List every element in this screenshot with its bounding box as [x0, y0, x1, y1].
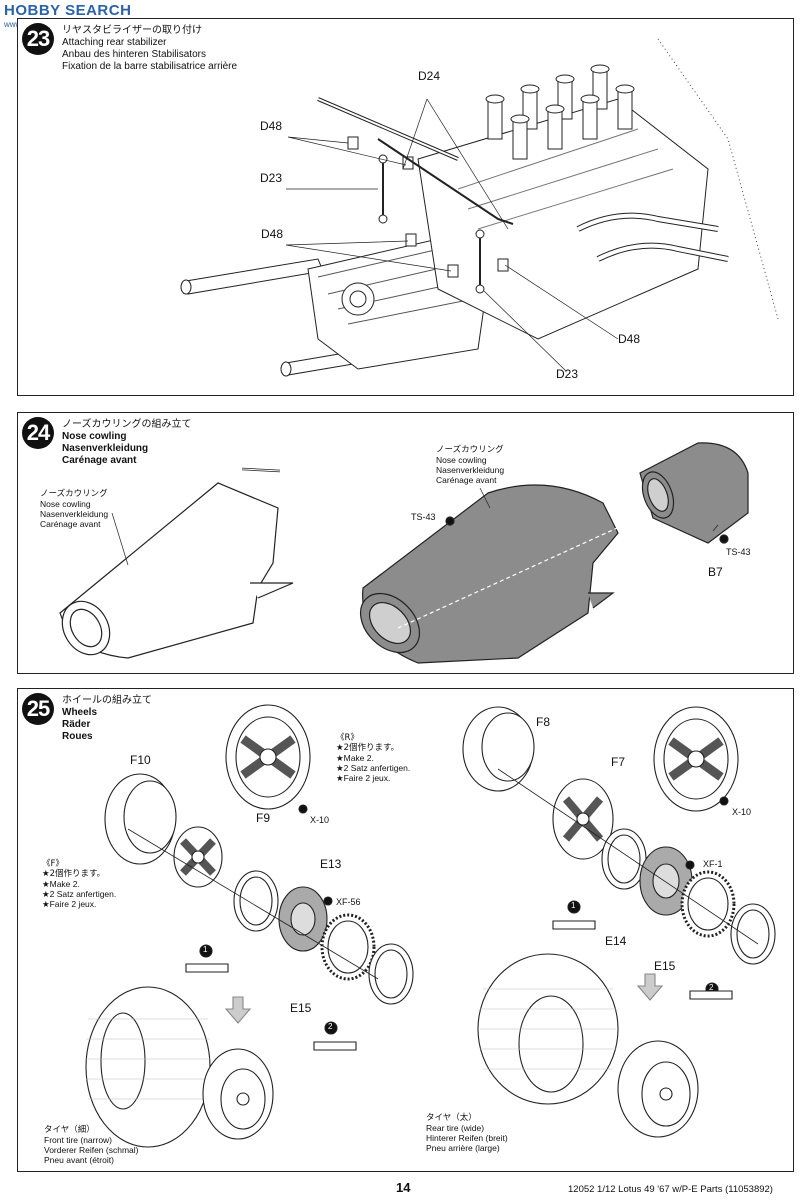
title-fr: Carénage avant	[62, 455, 137, 466]
paint-label-x10: X-10	[732, 807, 752, 817]
note-line: ★2個作ります。	[336, 743, 400, 753]
title-jp: リヤスタビライザーの取り付け	[62, 25, 202, 36]
kit-reference: 12052 1/12 Lotus 49 '67 w/P-E Parts (110…	[568, 1184, 773, 1195]
note-line: Carénage avant	[40, 519, 101, 529]
part-label-e15: E15	[654, 959, 676, 973]
paint-label-ts43: TS-43	[411, 512, 436, 522]
note-line: 《F》	[42, 859, 64, 869]
note-line: Vorderer Reifen (schmal)	[44, 1145, 139, 1155]
part-label-f9: F9	[256, 811, 271, 825]
note-line: タイヤ（太）	[426, 1113, 477, 1123]
note-line: Pneu arrière (large)	[426, 1143, 500, 1153]
note-line: 《R》	[336, 733, 359, 743]
title-en: Nose cowling	[62, 431, 127, 442]
note-line: Nose cowling	[40, 499, 91, 509]
rear-make-note: 《R》 ★2個作ります。 ★Make 2. ★2 Satz anfertigen…	[336, 733, 410, 783]
note-line: ★Make 2.	[336, 753, 374, 763]
step-titles: リヤスタビライザーの取り付け Attaching rear stabilizer…	[62, 25, 237, 73]
wheels-illustration	[85, 704, 776, 1148]
part-label-d24: D24	[418, 69, 441, 83]
title-en: Attaching rear stabilizer	[62, 37, 167, 48]
note-line: Nose cowling	[436, 455, 487, 465]
note-line: Nasenverkleidung	[436, 465, 505, 475]
part-label-d48: D48	[618, 332, 641, 346]
front-make-note: 《F》 ★2個作ります。 ★Make 2. ★2 Satz anfertigen…	[42, 859, 116, 909]
paint-label-xf56: XF-56	[336, 897, 361, 907]
note-line: ★Make 2.	[42, 879, 80, 889]
rear-tire-note: タイヤ（太） Rear tire (wide) Hinterer Reifen …	[426, 1113, 508, 1153]
step-titles: ノーズカウリングの組み立て Nose cowling Nasenverkleid…	[62, 419, 192, 467]
part-label-d48: D48	[260, 119, 283, 133]
engine-illustration	[180, 38, 779, 377]
step-25-panel: 25 ホイールの組み立て Wheels Räder Roues	[17, 688, 794, 1172]
part-label-e15: E15	[290, 1001, 312, 1015]
part-label-d48: D48	[261, 227, 284, 241]
paint-label-ts43: TS-43	[726, 547, 751, 557]
part-label-f7: F7	[611, 755, 626, 769]
step-marker-1: 1	[571, 901, 576, 910]
note-line: ★2 Satz anfertigen.	[336, 763, 411, 773]
title-jp: ノーズカウリングの組み立て	[62, 419, 192, 430]
step-marker-1: 1	[203, 945, 208, 954]
nose-cowling-note-right: ノーズカウリング Nose cowling Nasenverkleidung C…	[436, 445, 504, 485]
step-number: 24	[22, 417, 54, 449]
title-de: Räder	[62, 719, 91, 730]
title-en: Wheels	[62, 707, 98, 718]
note-line: Nasenverkleidung	[40, 509, 109, 519]
step-titles: ホイールの組み立て Wheels Räder Roues	[62, 695, 152, 743]
nose-cowling-illustration	[59, 442, 749, 664]
note-line: タイヤ（細）	[44, 1125, 95, 1135]
note-line: ★Faire 2 jeux.	[42, 899, 97, 909]
step-number: 23	[22, 23, 54, 55]
paint-label-xf1: XF-1	[703, 859, 723, 869]
note-line: ★2 Satz anfertigen.	[42, 889, 117, 899]
paint-label-x10: X-10	[310, 815, 330, 825]
page-number: 14	[396, 1180, 411, 1195]
part-label-e14: E14	[605, 934, 627, 948]
title-de: Nasenverkleidung	[62, 443, 149, 454]
title-jp: ホイールの組み立て	[62, 695, 152, 706]
watermark-text: HOBBY SEARCH	[4, 2, 132, 19]
part-label-f8: F8	[536, 715, 551, 729]
step-23-panel: 23 リヤスタビライザーの取り付け Attaching rear stabili…	[17, 18, 794, 396]
title-de: Anbau des hinteren Stabilisators	[62, 49, 206, 60]
note-line: Carénage avant	[436, 475, 497, 485]
watermark: HOBBY SEARCH www.1999.co.jp	[4, 2, 132, 29]
note-line: Rear tire (wide)	[426, 1123, 485, 1133]
nose-cowling-note-left: ノーズカウリング Nose cowling Nasenverkleidung C…	[40, 489, 108, 529]
note-line: ノーズカウリング	[40, 489, 108, 499]
step-24-panel: 24 ノーズカウリングの組み立て Nose cowling Nasenverkl…	[17, 412, 794, 674]
step-marker-2: 2	[709, 983, 714, 992]
note-line: Pneu avant (étroit)	[44, 1155, 114, 1165]
title-fr: Fixation de la barre stabilisatrice arri…	[62, 61, 238, 72]
title-fr: Roues	[62, 731, 93, 742]
note-line: ★2個作ります。	[42, 869, 106, 879]
step-marker-2: 2	[328, 1022, 333, 1031]
part-label-d23: D23	[260, 171, 283, 185]
part-label-b7: B7	[708, 565, 723, 579]
step-number: 25	[22, 693, 54, 725]
note-line: Hinterer Reifen (breit)	[426, 1133, 508, 1143]
front-tire-note: タイヤ（細） Front tire (narrow) Vorderer Reif…	[44, 1125, 138, 1165]
part-label-d23: D23	[556, 367, 579, 381]
note-line: ★Faire 2 jeux.	[336, 773, 391, 783]
part-label-f10: F10	[130, 753, 151, 767]
note-line: Front tire (narrow)	[44, 1135, 113, 1145]
part-label-e13: E13	[320, 857, 342, 871]
note-line: ノーズカウリング	[436, 445, 504, 455]
